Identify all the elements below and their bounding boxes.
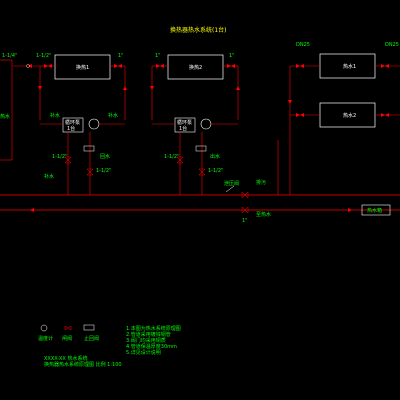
group-b: 换热2 1" 1" 循环泵 1台 1-1/2" 1-1/2" 出水 [150, 53, 240, 195]
heater-2-label: 热水2 [343, 112, 356, 119]
pump-a-icon [88, 118, 100, 130]
exchanger-a2 [167, 54, 224, 80]
legend-valve-icon [64, 325, 72, 331]
pump-a-sub: 1台 [67, 125, 75, 132]
legend-item-2: 闸阀 [62, 335, 72, 342]
footer-2: 换热器热水系统原理图 比例 1:100 [44, 361, 122, 368]
b-size: 1-1/2" [164, 154, 179, 160]
a-up-arrow [123, 86, 127, 90]
exchanger-a2-label: 换热2 [189, 64, 202, 71]
drawing-title: 换热器热水系统(1台) [170, 26, 227, 34]
note-2: 2.管道采用镀锌钢管 [126, 331, 171, 338]
c-valve-1 [296, 64, 304, 68]
main-right-label: 至热水 [256, 211, 271, 218]
left-partial-loop [0, 59, 13, 161]
a-side-label: 补水 [50, 112, 60, 119]
c-valve-2 [296, 113, 304, 117]
heater-1-label: 热水1 [343, 63, 356, 70]
legend-item-1: 温度计 [38, 335, 53, 342]
a-side-label-2: 补水 [108, 112, 118, 119]
tank-label: 热水箱 [367, 207, 382, 214]
main-arrow [30, 208, 34, 212]
a-down-arrow [38, 86, 42, 90]
dn-label-1: DN25 [296, 42, 310, 48]
main-valve-1 [241, 191, 249, 199]
note-5: 5.详见设计说明 [126, 349, 161, 356]
a-size: 1-1/2" [52, 154, 67, 160]
legend: 温度计 闸阀 止回阀 1.本图为热水系统原理图 2.管道采用镀锌钢管 3.阀门均… [38, 324, 181, 368]
main-valve-2 [241, 206, 249, 214]
footer-1: XXXX-XX 热水系统 [44, 355, 87, 362]
b-meter-icon [195, 145, 207, 152]
left-sensor-icon [26, 64, 30, 68]
a-valve-1 [64, 156, 72, 164]
b-size-2: 1-1/2" [208, 168, 223, 174]
exchanger-a1-label: 换热1 [76, 64, 89, 71]
relief-valve-icon [225, 185, 235, 193]
pump-b-sub: 1台 [179, 125, 187, 132]
pump-b-icon [200, 118, 212, 130]
b-out-label: 出水 [210, 153, 220, 160]
pump-b-box [174, 117, 196, 133]
main-accessories: 泄压阀 排污 至热水 1" 热水箱 [30, 179, 391, 224]
pump-b-label: 循环泵 [177, 119, 192, 126]
note-1: 1.本图为热水系统原理图 [126, 325, 181, 332]
left-pipe-size: 1-1/4" [2, 53, 17, 59]
a-pipe-right: 1" [118, 53, 123, 59]
relief-label: 泄压阀 [224, 180, 239, 187]
tank-box [361, 204, 391, 216]
a-size-2: 1-1/2" [96, 168, 111, 174]
b-valve-1 [176, 156, 184, 164]
a-valve-2 [86, 168, 94, 176]
a-valve-left [44, 64, 48, 68]
a-in-label: 回水 [100, 153, 110, 160]
a-meter-icon [83, 145, 95, 152]
pump-a-label: 循环泵 [65, 119, 80, 126]
exchanger-a1 [54, 54, 111, 80]
legend-check-icon [83, 324, 95, 331]
drain-label: 排污 [256, 179, 266, 186]
valve-size: 1" [242, 218, 247, 224]
a-pipe-left: 1-1/2" [36, 53, 51, 59]
dn-label-2: DN25 [385, 42, 399, 48]
group-c: 热水1 热水2 DN25 DN25 [277, 42, 400, 195]
note-3: 3.阀门均采用铜质 [126, 337, 166, 344]
a-valve-right [114, 64, 118, 68]
b-pipe-right: 1" [229, 53, 234, 59]
legend-item-3: 止回阀 [84, 335, 99, 342]
pump-a-box [62, 117, 84, 133]
b-valve-2 [198, 168, 206, 176]
legend-gauge-icon [40, 324, 48, 332]
a-bottom-label: 补水 [44, 173, 54, 180]
left-unit-label: 热水 [0, 113, 10, 120]
note-4: 4.管道保温厚度30mm [126, 343, 177, 350]
b-pipe-left: 1" [155, 53, 160, 59]
group-a: 换热1 1-1/2" 1" 循环泵 1台 补水 补水 1-1/2" 1-1/2"… [36, 53, 127, 195]
